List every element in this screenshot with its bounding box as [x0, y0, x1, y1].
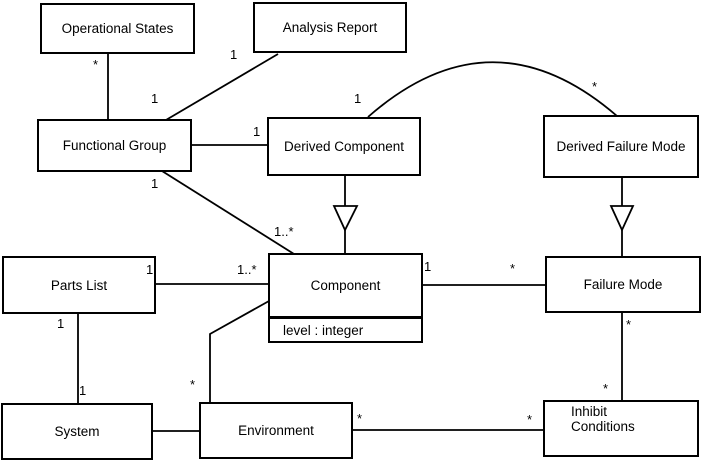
class-parts-list: Parts List [2, 256, 156, 314]
class-functional-group: Functional Group [37, 119, 192, 172]
generalization-triangle-icon [609, 205, 635, 233]
multiplicity-os-fg-one: 1 [151, 91, 159, 106]
connector-derived-component-derived-failure-mode-arc [367, 61, 618, 118]
connector-component-environment [209, 300, 270, 403]
multiplicity-fg-comp-many: 1..* [274, 224, 294, 239]
class-name-compartment: Component [270, 255, 421, 316]
class-name: Parts List [50, 277, 108, 293]
class-operational-states: Operational States [40, 3, 195, 54]
class-attribute-compartment: level : integer [270, 316, 421, 341]
multiplicity-pl-sys-one: 1 [57, 316, 65, 331]
multiplicity-dc-dfm-one: 1 [354, 91, 362, 106]
class-derived-component: Derived Component [267, 117, 421, 176]
class-system: System [1, 403, 153, 460]
class-name: Derived Failure Mode [556, 139, 686, 154]
class-name: Failure Mode [583, 277, 663, 292]
multiplicity-env-ic-star-left: * [357, 411, 363, 426]
class-name: Environment [238, 423, 314, 438]
multiplicity-comp-env-star: * [190, 377, 196, 392]
multiplicity-pl-comp-many: 1..* [237, 262, 257, 277]
class-name: Inhibit Conditions [571, 404, 635, 434]
multiplicity-fg-dc-one: 1 [253, 124, 261, 139]
class-derived-failure-mode: Derived Failure Mode [543, 115, 699, 178]
connector-functional-group-analysis-report [165, 53, 279, 121]
multiplicity-os-fg-star: * [93, 57, 99, 72]
class-name: Derived Component [283, 139, 405, 154]
class-failure-mode: Failure Mode [545, 256, 701, 313]
class-attribute: level : integer [283, 322, 364, 338]
multiplicity-sys-one: 1 [79, 383, 87, 398]
class-name: Analysis Report [282, 20, 378, 35]
class-component: Component level : integer [268, 253, 423, 343]
class-inhibit-conditions: Inhibit Conditions [543, 400, 699, 457]
multiplicity-env-ic-star-right: * [527, 412, 533, 427]
class-name: Operational States [61, 21, 174, 36]
multiplicity-fm-ic-star-bottom: * [603, 381, 609, 396]
class-name: Functional Group [62, 138, 167, 153]
class-environment: Environment [199, 402, 353, 459]
multiplicity-fg-ar-one: 1 [230, 47, 238, 62]
class-name: System [54, 424, 100, 439]
multiplicity-dc-dfm-star: * [592, 79, 598, 94]
multiplicity-fg-comp-one: 1 [151, 176, 159, 191]
multiplicity-pl-comp-one: 1 [146, 262, 154, 277]
generalization-triangle-icon [332, 205, 359, 233]
multiplicity-fm-ic-star-top: * [626, 317, 632, 332]
multiplicity-comp-fm-one: 1 [424, 259, 432, 274]
class-analysis-report: Analysis Report [253, 2, 407, 53]
multiplicity-comp-fm-star: * [510, 261, 516, 276]
connector-functional-group-component [161, 170, 295, 255]
class-name: Component [310, 278, 381, 293]
